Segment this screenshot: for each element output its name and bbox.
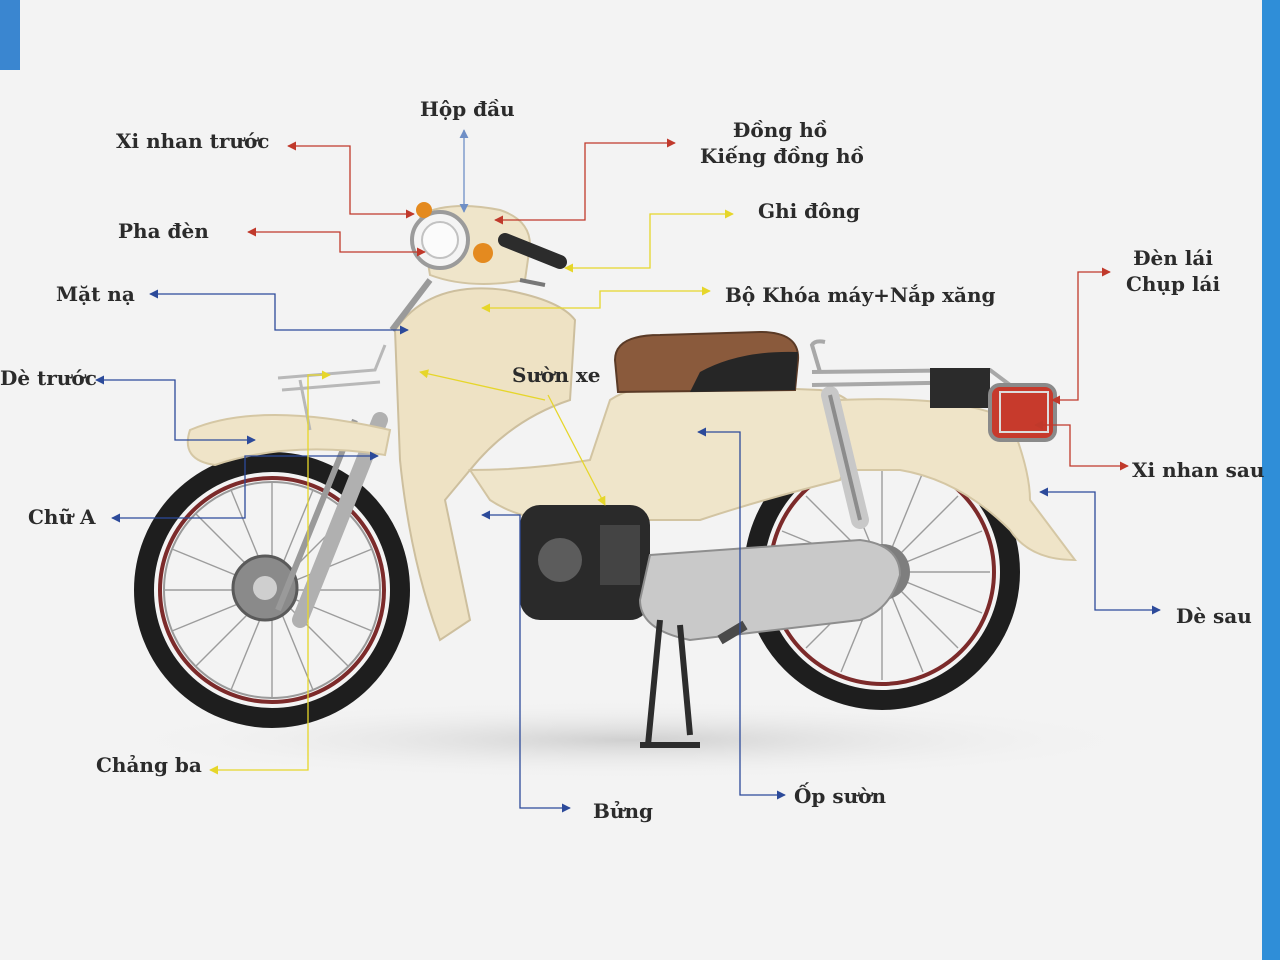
engine: [520, 505, 650, 620]
label-kieng-dong-ho: Kiếng đồng hồ: [700, 144, 864, 168]
leader-op-suon: [697, 427, 786, 800]
label-chu-a: Chữ A: [28, 505, 96, 529]
leader-xi-nhan-truoc: [287, 141, 415, 219]
leader-suon-xe-2: [419, 369, 546, 401]
label-suon-xe: Sườn xe: [512, 363, 601, 387]
leader-bo-khoa: [481, 286, 711, 313]
label-bung: Bửng: [593, 799, 653, 823]
label-de-truoc: Dè trước: [0, 366, 97, 390]
label-den-lai: Đèn lái: [1133, 246, 1213, 270]
leader-den-lai: [1051, 267, 1111, 405]
leader-ghi-dong: [564, 209, 734, 273]
label-bo-khoa: Bộ Khóa máy+Nắp xăng: [725, 283, 996, 307]
label-op-suon: Ốp sườn: [794, 784, 887, 808]
leader-chang-ba: [209, 370, 331, 775]
label-xi-nhan-truoc: Xi nhan trước: [116, 129, 270, 153]
leader-dong-ho: [494, 138, 676, 225]
front-wheel: [134, 452, 410, 728]
label-de-sau: Dè sau: [1176, 604, 1252, 628]
label-xi-nhan-sau: Xi nhan sau: [1132, 458, 1265, 482]
label-chang-ba: Chảng ba: [96, 753, 202, 777]
ground-shadow: [110, 700, 1150, 780]
label-ghi-dong: Ghi đông: [758, 199, 861, 223]
label-den-lai-group: Đèn lái Chụp lái: [1118, 245, 1228, 297]
leader-pha-den: [247, 227, 426, 257]
tail-light: [988, 383, 1057, 442]
page-corner: [0, 0, 20, 70]
leader-xi-nhan-sau: [1034, 420, 1129, 471]
label-dong-ho-group: Đồng hồ Kiếng đồng hồ: [700, 117, 864, 169]
label-hop-dau: Hộp đầu: [420, 97, 515, 121]
label-chup-lai: Chụp lái: [1125, 272, 1221, 296]
label-mat-na: Mặt nạ: [56, 282, 135, 306]
page-edge: [1262, 0, 1280, 960]
leader-suon-xe-1: [547, 394, 606, 506]
leader-bung: [481, 510, 571, 813]
label-dong-ho: Đồng hồ: [732, 118, 828, 142]
label-pha-den: Pha đèn: [118, 219, 209, 243]
leader-de-sau: [1039, 487, 1161, 615]
leader-mat-na: [149, 289, 409, 335]
